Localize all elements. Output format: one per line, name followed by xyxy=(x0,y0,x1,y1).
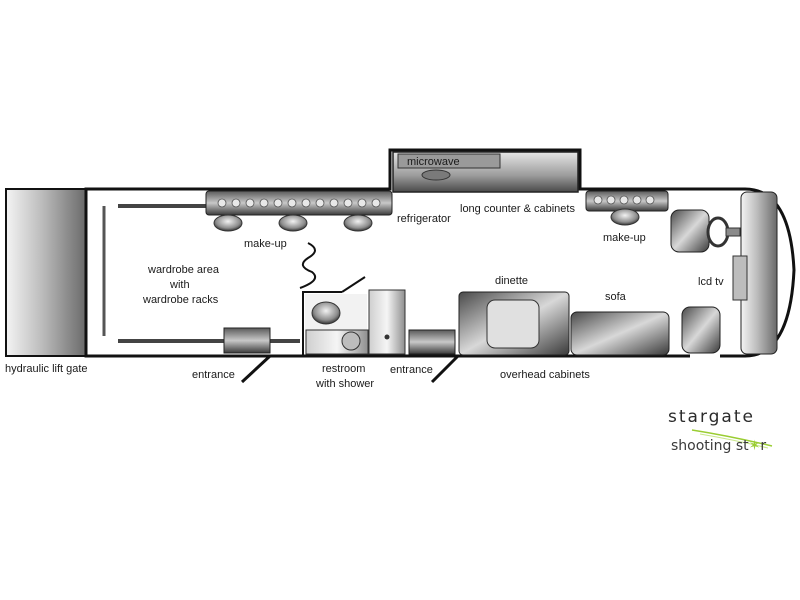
sofa xyxy=(570,311,670,356)
label-makeup-left: make-up xyxy=(244,238,287,250)
shower-drain-icon xyxy=(341,331,361,351)
label-lcd-tv: lcd tv xyxy=(698,276,724,288)
sink-icon xyxy=(421,169,451,181)
dinette-table xyxy=(486,299,540,349)
captain-seat xyxy=(670,209,710,253)
label-refrigerator: refrigerator xyxy=(397,213,451,225)
lcd-tv xyxy=(732,255,748,301)
label-microwave: microwave xyxy=(407,156,460,168)
label-sofa: sofa xyxy=(605,291,627,303)
microwave xyxy=(397,153,501,169)
armchair xyxy=(681,306,721,354)
wavy-line-icon xyxy=(299,242,316,289)
makeup-stool-2 xyxy=(278,214,308,232)
toilet-icon xyxy=(311,301,341,325)
entrance-step-right xyxy=(430,354,460,384)
label-long-counter: long counter & cabinets xyxy=(460,203,575,215)
label-wardrobe-3: wardrobe racks xyxy=(142,294,219,306)
restroom-door xyxy=(341,276,366,293)
label-entrance-left: entrance xyxy=(192,369,235,381)
makeup-stool-3 xyxy=(343,214,373,232)
makeup-lights-right xyxy=(593,195,655,205)
label-makeup-right: make-up xyxy=(603,232,646,244)
entrance-step-left xyxy=(240,354,272,384)
label-restroom-1: restroom xyxy=(322,363,365,375)
makeup-stool-1 xyxy=(213,214,243,232)
shooting-star-swoosh-icon xyxy=(691,429,773,447)
star-a-icon: ✶ xyxy=(749,438,761,454)
brand-tagline: shooting st✶r xyxy=(671,438,766,454)
restroom-wall xyxy=(302,291,342,356)
label-overhead-cabinets: overhead cabinets xyxy=(500,369,590,381)
label-hydraulic-lift-gate: hydraulic lift gate xyxy=(5,363,88,375)
shower-knob-icon xyxy=(384,334,390,340)
entrance-cabinet-left xyxy=(223,327,271,354)
brand-name: stargate xyxy=(668,407,755,427)
hydraulic-lift-gate xyxy=(5,188,87,357)
label-wardrobe-1: wardrobe area xyxy=(147,264,220,276)
makeup-stool-4 xyxy=(610,208,640,226)
makeup-counter-left xyxy=(205,190,393,216)
entrance-cabinet-right xyxy=(408,329,456,355)
shower-stall xyxy=(368,289,406,355)
shooting-star-swoosh-icon-2 xyxy=(699,433,769,449)
steering-column xyxy=(725,227,741,237)
stargate-logo: stargate shooting st✶r xyxy=(668,407,773,454)
makeup-lights-left xyxy=(217,198,381,208)
label-dinette: dinette xyxy=(495,275,528,287)
label-restroom-2: with shower xyxy=(315,378,374,390)
label-wardrobe-2: with xyxy=(169,279,190,291)
label-entrance-right: entrance xyxy=(390,364,433,376)
